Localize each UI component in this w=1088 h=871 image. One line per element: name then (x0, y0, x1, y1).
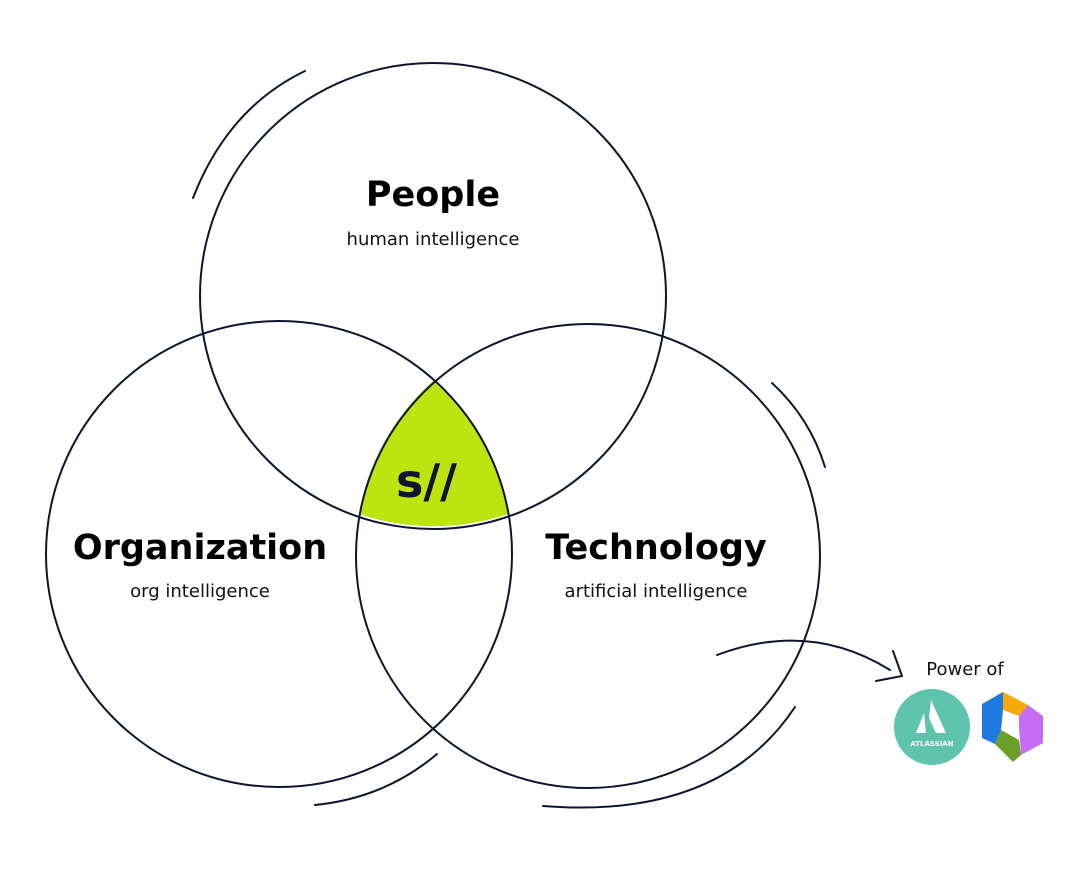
center-logo-text: s// (396, 454, 457, 508)
technology-title: Technology (545, 528, 767, 568)
center-intersection (359, 381, 508, 527)
organization-circle (45, 320, 513, 788)
power-of-label: Power of (926, 659, 1004, 680)
arrow-curve (716, 639, 891, 671)
atlassian-logo: ATLASSIAN (894, 689, 970, 765)
technology-circle (355, 323, 821, 789)
technology-subtitle: artificial intelligence (565, 581, 748, 602)
organization-title: Organization (73, 528, 327, 568)
atlassian-mark-icon (929, 700, 946, 733)
organization-subtitle: org intelligence (130, 581, 270, 602)
svg-text:ATLASSIAN: ATLASSIAN (910, 740, 953, 748)
people-circle (199, 62, 667, 530)
motion-arc-bottom-left (314, 753, 438, 806)
people-subtitle: human intelligence (347, 229, 520, 250)
arrow-head-icon (875, 650, 903, 682)
motion-arc-bottom-right (542, 706, 796, 809)
motion-arc-right (771, 382, 826, 468)
people-title: People (366, 175, 500, 215)
motion-arc-top (192, 70, 306, 199)
loop-logo (982, 692, 1043, 762)
